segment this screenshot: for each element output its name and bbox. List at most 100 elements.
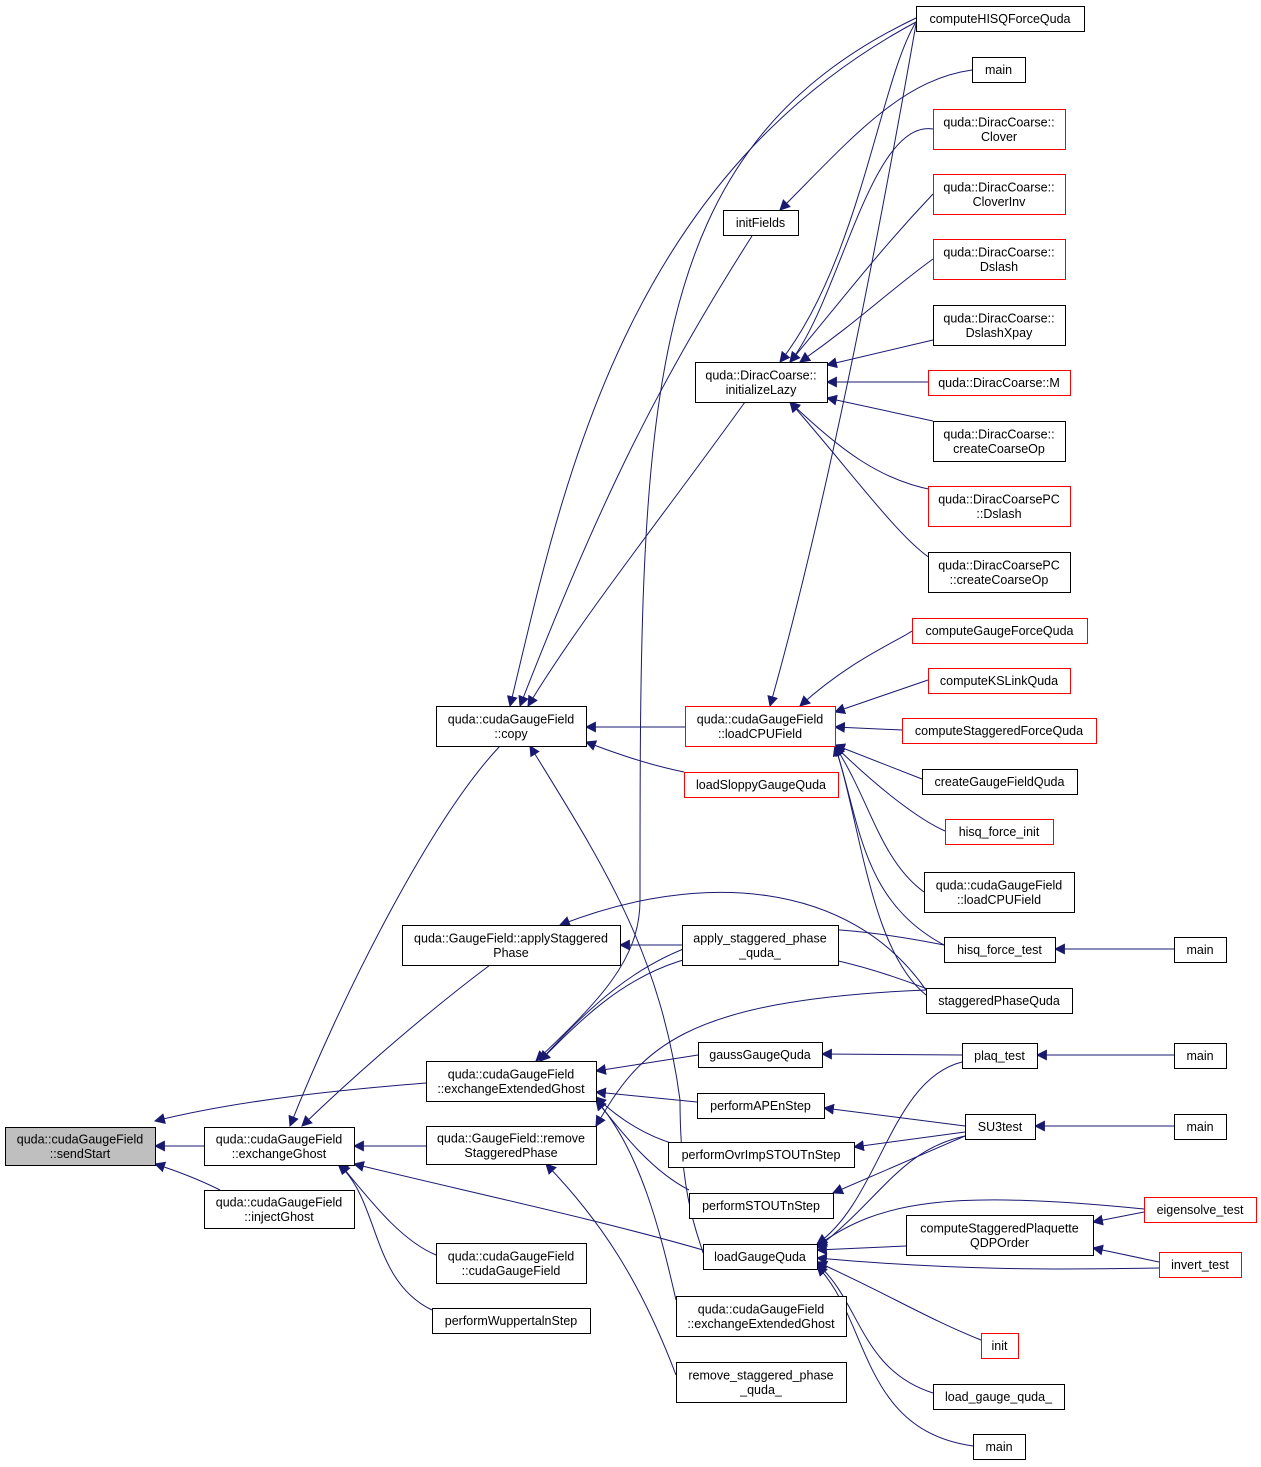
node-label: quda::cudaGaugeField bbox=[216, 1132, 343, 1146]
node-staggeredphasequda[interactable]: staggeredPhaseQuda bbox=[926, 988, 1073, 1014]
node-box bbox=[928, 668, 1071, 694]
node-computehisqforcequda[interactable]: computeHISQForceQuda bbox=[916, 6, 1085, 32]
node-init[interactable]: init bbox=[981, 1333, 1019, 1359]
call-edge bbox=[288, 745, 501, 1128]
node-label: staggeredPhaseQuda bbox=[938, 994, 1060, 1008]
node-dc-dslashxpay[interactable]: quda::DiracCoarse::DslashXpay bbox=[933, 305, 1066, 346]
node-box bbox=[933, 305, 1066, 346]
node-dc-createcoarseop[interactable]: quda::DiracCoarse::createCoarseOp bbox=[933, 421, 1066, 462]
node-box bbox=[698, 1042, 823, 1068]
node-remove-staggered-phase-quda-[interactable]: remove_staggered_phase_quda_ bbox=[676, 1362, 847, 1403]
node-gaussgaugequda[interactable]: gaussGaugeQuda bbox=[698, 1042, 823, 1068]
node-main-top[interactable]: main bbox=[972, 57, 1026, 83]
node-label: quda::cudaGaugeField bbox=[448, 1067, 575, 1081]
node-label: SU3test bbox=[978, 1120, 1023, 1134]
node-invert-test[interactable]: invert_test bbox=[1159, 1252, 1242, 1278]
node-box bbox=[922, 769, 1078, 795]
node-cudagaugefieldctor[interactable]: quda::cudaGaugeField::cudaGaugeField bbox=[436, 1243, 587, 1284]
node-performwuppertalnstep[interactable]: performWuppertalnStep bbox=[432, 1308, 591, 1334]
node-computestaggeredforcequda[interactable]: computeStaggeredForceQuda bbox=[902, 718, 1097, 744]
node-box bbox=[972, 57, 1026, 83]
node-computegaugeforcequda[interactable]: computeGaugeForceQuda bbox=[912, 618, 1088, 644]
node-apply-staggered-phase-quda-[interactable]: apply_staggered_phase_quda_ bbox=[682, 925, 839, 966]
node-exchangeextendedghost2[interactable]: quda::cudaGaugeField::exchangeExtendedGh… bbox=[676, 1296, 847, 1337]
node-loadcpufield2[interactable]: quda::cudaGaugeField::loadCPUField bbox=[924, 872, 1075, 913]
node-label: plaq_test bbox=[974, 1049, 1025, 1063]
node-exchangeextendedghost[interactable]: quda::cudaGaugeField::exchangeExtendedGh… bbox=[426, 1061, 597, 1102]
node-plaq-test[interactable]: plaq_test bbox=[962, 1043, 1038, 1069]
node-box bbox=[697, 1093, 825, 1119]
node-copy[interactable]: quda::cudaGaugeField::copy bbox=[436, 706, 587, 747]
node-main-hisq[interactable]: main bbox=[1174, 937, 1227, 963]
call-edge bbox=[825, 394, 934, 422]
node-label: quda::DiracCoarse::M bbox=[938, 376, 1060, 390]
node-box bbox=[426, 1061, 597, 1102]
call-edge bbox=[535, 17, 917, 1062]
node-performovrimpstoutnstep[interactable]: performOvrImpSTOUTnStep bbox=[668, 1142, 855, 1168]
call-edge bbox=[558, 891, 927, 991]
call-edge bbox=[833, 743, 923, 780]
node-label: init bbox=[992, 1339, 1009, 1353]
node-hisq-force-test[interactable]: hisq_force_test bbox=[944, 937, 1056, 963]
node-box bbox=[973, 1434, 1026, 1460]
node-dc-clover[interactable]: quda::DiracCoarse::Clover bbox=[933, 109, 1066, 150]
node-box bbox=[668, 1142, 855, 1168]
node-label: loadGaugeQuda bbox=[714, 1250, 806, 1264]
call-edge bbox=[834, 745, 925, 893]
node-creategaugefieldquda[interactable]: createGaugeFieldQuda bbox=[922, 769, 1078, 795]
node-box bbox=[928, 486, 1071, 527]
node-sendstart[interactable]: quda::cudaGaugeField::sendStart bbox=[5, 1127, 156, 1166]
node-label: QDPOrder bbox=[970, 1236, 1029, 1250]
node-exchangeghost[interactable]: quda::cudaGaugeField::exchangeGhost bbox=[204, 1127, 355, 1166]
node-label: _quda_ bbox=[738, 946, 782, 960]
node-label: StaggeredPhase bbox=[464, 1146, 557, 1160]
node-label: quda::cudaGaugeField bbox=[936, 878, 1063, 892]
node-loadgaugequda[interactable]: loadGaugeQuda bbox=[703, 1244, 818, 1270]
node-load-gauge-quda-[interactable]: load_gauge_quda_ bbox=[933, 1384, 1065, 1410]
call-edge bbox=[816, 1263, 934, 1394]
call-edge bbox=[506, 21, 917, 708]
node-box bbox=[1174, 1114, 1227, 1140]
node-loadcpufield[interactable]: quda::cudaGaugeField::loadCPUField bbox=[685, 706, 836, 747]
call-edge bbox=[518, 235, 753, 708]
node-label: performOvrImpSTOUTnStep bbox=[682, 1148, 841, 1162]
node-box bbox=[426, 1126, 597, 1165]
node-computekslinkquda[interactable]: computeKSLinkQuda bbox=[928, 668, 1071, 694]
node-performapenstep[interactable]: performAPEnStep bbox=[697, 1093, 825, 1119]
node-main-plaq[interactable]: main bbox=[1174, 1043, 1227, 1069]
node-label: quda::DiracCoarse:: bbox=[943, 427, 1054, 441]
node-box bbox=[432, 1308, 591, 1334]
call-edge bbox=[799, 630, 913, 707]
node-initializelazy[interactable]: quda::DiracCoarse::initializeLazy bbox=[695, 362, 828, 403]
node-label: main bbox=[985, 1440, 1012, 1454]
call-edge bbox=[594, 1054, 699, 1075]
node-hisq-force-init[interactable]: hisq_force_init bbox=[945, 819, 1054, 845]
node-dcpc-createcoarseop[interactable]: quda::DiracCoarsePC::createCoarseOp bbox=[928, 552, 1071, 593]
node-dc-cloverinv[interactable]: quda::DiracCoarse::CloverInv bbox=[933, 174, 1066, 215]
node-box bbox=[1174, 937, 1227, 963]
node-dc-dslash[interactable]: quda::DiracCoarse::Dslash bbox=[933, 239, 1066, 280]
node-main-bottom[interactable]: main bbox=[973, 1434, 1026, 1460]
node-box bbox=[436, 1243, 587, 1284]
node-performstoutnstep[interactable]: performSTOUTnStep bbox=[689, 1193, 834, 1219]
node-label: hisq_force_init bbox=[959, 825, 1040, 839]
node-dc-m[interactable]: quda::DiracCoarse::M bbox=[928, 370, 1071, 396]
node-eigensolve-test[interactable]: eigensolve_test bbox=[1144, 1197, 1257, 1223]
node-label: ::createCoarseOp bbox=[950, 573, 1049, 587]
node-initfields[interactable]: initFields bbox=[723, 210, 799, 236]
node-injectghost[interactable]: quda::cudaGaugeField::injectGhost bbox=[204, 1190, 355, 1229]
node-box bbox=[5, 1127, 156, 1166]
node-loadsloppygaugequda[interactable]: loadSloppyGaugeQuda bbox=[684, 772, 839, 798]
call-edge bbox=[833, 679, 929, 714]
call-edge bbox=[825, 339, 934, 369]
node-dcpc-dslash[interactable]: quda::DiracCoarsePC::Dslash bbox=[928, 486, 1071, 527]
call-edge bbox=[594, 1087, 698, 1103]
call-edge bbox=[545, 1163, 677, 1376]
node-label: computeGaugeForceQuda bbox=[925, 624, 1073, 638]
call-edge bbox=[539, 949, 931, 1062]
node-main-su3[interactable]: main bbox=[1174, 1114, 1227, 1140]
node-su3test[interactable]: SU3test bbox=[965, 1114, 1036, 1140]
